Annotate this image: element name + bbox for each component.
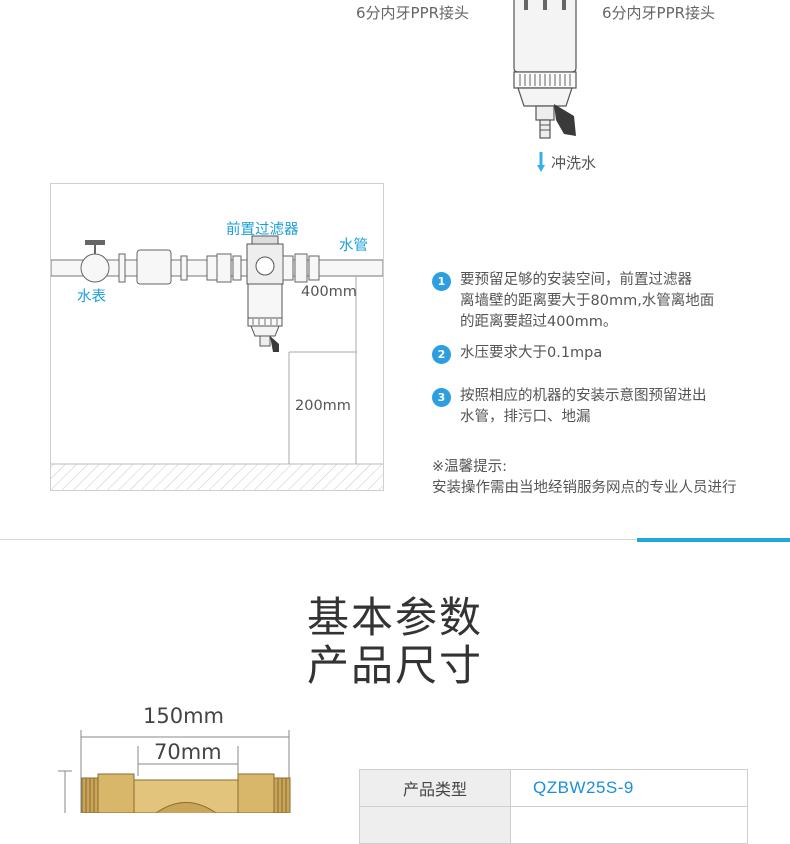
product-dimension-drawing — [58, 730, 291, 813]
table-row — [359, 806, 748, 844]
note-3-line-2: 水管，排污口、地漏 — [460, 409, 591, 425]
note-2-line-1: 水压要求大于0.1mpa — [460, 345, 603, 361]
total-width-label: 150mm — [143, 704, 224, 728]
number-badge-icon: 3 — [432, 388, 451, 407]
section-title-params: 基本参数 — [306, 593, 483, 642]
note-1-line-3: 的距离要超过400mm。 — [460, 314, 618, 330]
tip-box: ※温馨提示: 安装操作需由当地经销服务网点的专业人员进行 — [432, 457, 737, 499]
note-2: 2 水压要求大于0.1mpa — [432, 343, 602, 364]
number-badge-icon: 2 — [432, 345, 451, 364]
note-3-line-1: 按照相应的机器的安装示意图预留进出 — [460, 388, 707, 404]
note-3: 3 按照相应的机器的安装示意图预留进出 水管，排污口、地漏 — [432, 386, 707, 428]
param-key — [359, 806, 511, 844]
number-badge-icon: 1 — [432, 272, 451, 291]
flush-water-label: 冲洗水 — [551, 154, 597, 172]
section-title-size: 产品尺寸 — [306, 641, 483, 690]
tip-text: 安装操作需由当地经销服务网点的专业人员进行 — [432, 480, 737, 496]
tip-title: ※温馨提示: — [432, 459, 508, 475]
filter-bottom-illustration — [513, 0, 577, 172]
installation-diagram: 前置过滤器 水管 水表 400mm 200mm — [50, 183, 384, 491]
installation-diagram-drawing — [51, 235, 383, 490]
param-value — [510, 806, 748, 844]
note-1: 1 要预留足够的安装空间，前置过滤器 离墙壁的距离要大于80mm,水管离地面 的… — [432, 270, 714, 333]
inner-width-label: 70mm — [154, 740, 222, 764]
meter-label: 水表 — [77, 289, 106, 305]
param-value: QZBW25S-9 — [510, 769, 748, 807]
param-key: 产品类型 — [359, 769, 511, 807]
pipe-label: 水管 — [339, 238, 368, 254]
floor-distance-label: 200mm — [295, 398, 351, 414]
left-connector-label: 6分内牙PPR接头 — [356, 4, 470, 22]
note-1-line-1: 要预留足够的安装空间，前置过滤器 — [460, 272, 692, 288]
section-divider — [0, 539, 790, 540]
right-connector-label: 6分内牙PPR接头 — [602, 4, 716, 22]
note-1-line-2: 离墙壁的距离要大于80mm,水管离地面 — [460, 293, 715, 309]
filter-label: 前置过滤器 — [226, 222, 299, 238]
param-table: 产品类型 QZBW25S-9 — [359, 769, 748, 844]
wall-distance-label: 400mm — [301, 284, 357, 300]
section-divider-accent — [637, 538, 790, 542]
table-row: 产品类型 QZBW25S-9 — [359, 769, 748, 807]
